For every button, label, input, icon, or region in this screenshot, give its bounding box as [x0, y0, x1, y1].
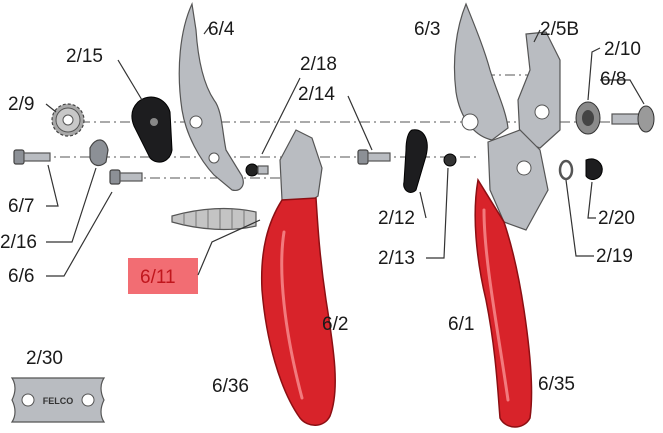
label-6-3: 6/3 — [414, 19, 440, 40]
label-6-35: 6/35 — [538, 374, 575, 395]
handle-6-1-grip — [474, 177, 533, 428]
anvil-2-5B — [517, 31, 561, 149]
handle-6-2-grip — [260, 197, 336, 426]
handle-6-2 — [279, 129, 323, 209]
handle-6-2-highlight — [280, 230, 304, 400]
screw-6-6 — [109, 169, 143, 185]
handle-6-1-hole — [516, 160, 532, 176]
part-labels: 6/4 6/3 2/5B 2/10 6/8 2/15 2/18 2/9 2/14… — [0, 19, 641, 397]
gear-nut-2-9 — [51, 103, 85, 137]
handle-6-1 — [487, 129, 549, 231]
label-2-19: 2/19 — [596, 246, 633, 267]
screw-2-14 — [357, 149, 391, 165]
part-2-12 — [403, 129, 428, 193]
part-2-15-hole — [150, 118, 158, 126]
spring-6-11 — [171, 207, 257, 231]
screw-6-7 — [13, 149, 51, 165]
label-2-18: 2/18 — [300, 54, 337, 75]
label-2-12: 2/12 — [378, 208, 415, 229]
label-2-13: 2/13 — [378, 248, 415, 269]
bolt-6-8 — [611, 105, 655, 133]
label-6-1: 6/1 — [448, 314, 474, 335]
washer-2-13 — [443, 153, 457, 167]
label-2-14: 2/14 — [298, 84, 335, 105]
label-6-4: 6/4 — [208, 19, 235, 40]
label-2-9: 2/9 — [8, 94, 34, 115]
blade-6-4-hole — [208, 152, 220, 164]
label-2-30: 2/30 — [26, 348, 63, 369]
label-2-10: 2/10 — [604, 39, 641, 60]
wrench-2-30: FELCO — [10, 377, 106, 423]
wrench-imprint: FELCO — [43, 396, 74, 406]
bushing-2-10 — [575, 101, 601, 135]
highlight-box-6-11 — [128, 258, 198, 294]
label-6-7: 6/7 — [8, 196, 34, 217]
label-2-15: 2/15 — [66, 46, 103, 67]
label-6-36: 6/36 — [212, 376, 249, 397]
cap-2-20 — [585, 158, 603, 180]
spring-6-11-coils — [183, 209, 245, 229]
label-6-2: 6/2 — [322, 314, 348, 335]
washer-2-19 — [558, 159, 574, 181]
part-2-15-plate — [131, 96, 173, 163]
blade-6-4 — [178, 1, 244, 191]
label-6-8: 6/8 — [600, 69, 626, 90]
part-2-16 — [89, 139, 109, 167]
anvil-2-5B-hole — [534, 104, 550, 120]
label-2-5B: 2/5B — [540, 19, 579, 40]
label-2-20: 2/20 — [598, 208, 635, 229]
leader-lines — [45, 25, 645, 277]
label-2-16: 2/16 — [0, 232, 37, 253]
label-6-11: 6/11 — [140, 267, 176, 288]
blade-6-4-pivot — [189, 115, 203, 129]
nut-2-18 — [245, 163, 269, 177]
label-6-6: 6/6 — [8, 266, 34, 287]
handle-6-1-highlight — [482, 208, 510, 402]
blade-6-3-pivot — [461, 113, 479, 131]
